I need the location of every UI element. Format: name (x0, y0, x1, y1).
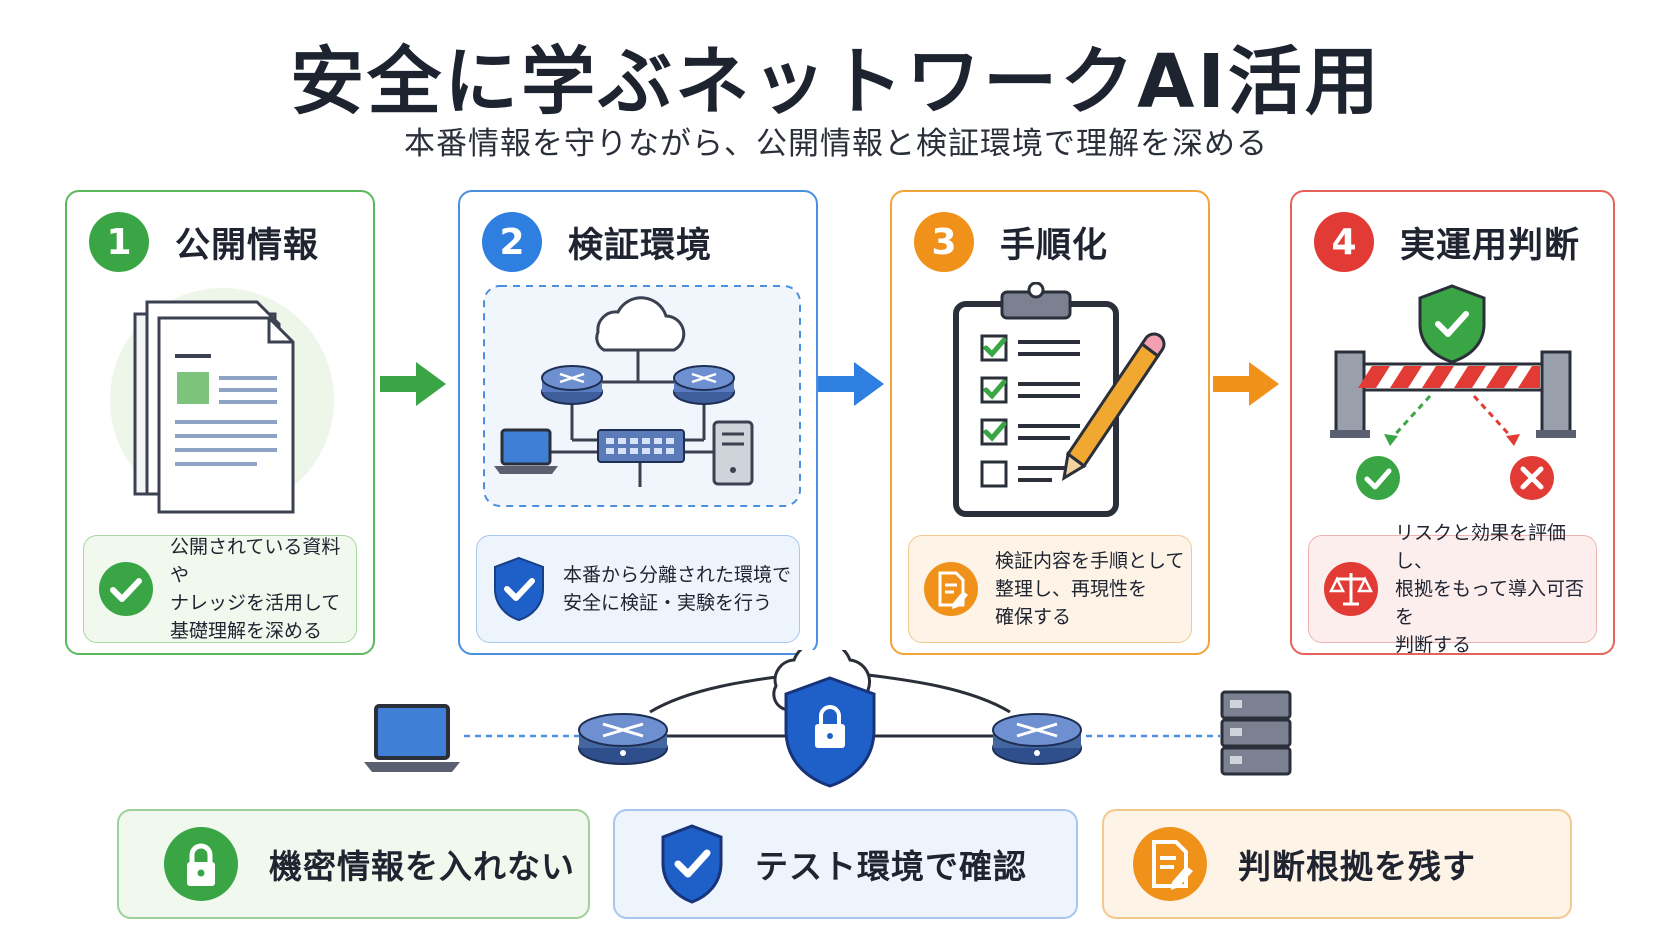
documents-icon (110, 288, 334, 514)
step-note-text: 公開されている資料や ナレッジを活用して 基礎理解を深める (170, 536, 341, 642)
step-header: 2 検証環境 (482, 212, 712, 272)
gate-decision-icon (1330, 284, 1576, 500)
page-title: 安全に学ぶネットワークAI活用 (290, 39, 1382, 125)
step-title: 検証環境 (568, 225, 713, 266)
arrow-right-icon (818, 362, 884, 406)
arrow-right-icon (380, 362, 446, 406)
step-note-text: 本番から分離された環境で 安全に検証・実験を行う (563, 564, 792, 614)
step-number-badge: 3 (914, 212, 974, 272)
step-note: 本番から分離された環境で 安全に検証・実験を行う (476, 535, 800, 643)
document-pen-icon (924, 562, 978, 616)
network-lab-icon (483, 285, 801, 507)
arrow-right-icon (1213, 362, 1279, 406)
step-title: 手順化 (1000, 225, 1109, 266)
step-number-badge: 4 (1314, 212, 1374, 272)
step-note: 公開されている資料や ナレッジを活用して 基礎理解を深める (83, 535, 357, 643)
scales-icon (1324, 562, 1378, 616)
step-number-badge: 2 (482, 212, 542, 272)
principle-test-env: テスト環境で確認 (613, 809, 1078, 919)
secure-network-diagram (364, 650, 1292, 788)
page-subtitle: 本番情報を守りながら、公開情報と検証環境で理解を深める (404, 126, 1268, 162)
router-icon (578, 713, 668, 765)
shield-check-icon (661, 824, 723, 904)
principle-label: 機密情報を入れない (269, 847, 575, 886)
principle-label: 判断根拠を残す (1238, 847, 1476, 886)
step-header: 1 公開情報 (89, 212, 319, 272)
principle-no-confidential: 機密情報を入れない (117, 809, 590, 919)
step-card-public-info: 1 公開情報 公開されている資料や ナレッジを活用して 基礎理解を深める (65, 190, 375, 655)
principle-keep-rationale: 判断根拠を残す (1102, 809, 1572, 919)
step-note-text: リスクと効果を評価し、 根拠をもって導入可否を 判断する (1395, 522, 1585, 656)
checklist-clipboard-icon (953, 282, 1166, 517)
step-card-test-env: 2 検証環境 (458, 190, 818, 655)
step-title: 公開情報 (175, 225, 320, 266)
step-card-procedure: 3 手順化 (890, 190, 1210, 655)
step-header: 3 手順化 (914, 212, 1108, 272)
step-note: 検証内容を手順として 整理し、再現性を 確保する (908, 535, 1192, 643)
lock-icon (164, 827, 238, 901)
check-circle-icon (99, 562, 153, 616)
step-card-decision: 4 実運用判断 (1290, 190, 1615, 656)
router-icon (992, 713, 1082, 765)
principle-label: テスト環境で確認 (755, 847, 1027, 886)
step-header: 4 実運用判断 (1314, 212, 1580, 272)
step-number-badge: 1 (89, 212, 149, 272)
step-note-text: 検証内容を手順として 整理し、再現性を 確保する (995, 550, 1185, 628)
laptop-icon (364, 704, 460, 772)
step-title: 実運用判断 (1400, 225, 1581, 266)
shield-check-icon (494, 556, 544, 622)
server-icon (1220, 690, 1292, 776)
shield-lock-icon (784, 676, 876, 788)
step-note: リスクと効果を評価し、 根拠をもって導入可否を 判断する (1308, 522, 1597, 656)
document-pen-icon (1133, 827, 1207, 901)
